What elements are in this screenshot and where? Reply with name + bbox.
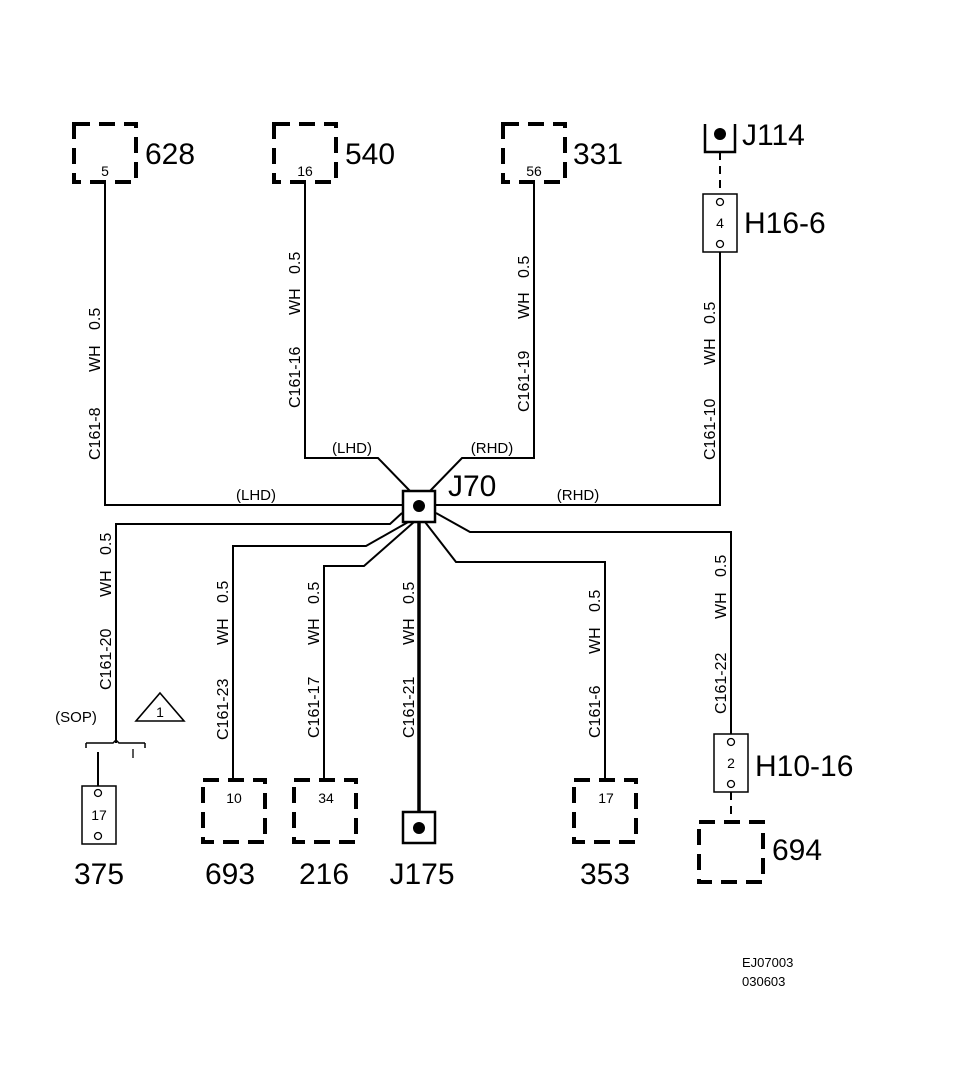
sop-bracket <box>86 738 145 744</box>
svg-text:0.5: 0.5 <box>401 582 418 604</box>
svg-text:0.5: 0.5 <box>98 533 115 555</box>
component-label: 693 <box>205 858 255 891</box>
svg-text:0.5: 0.5 <box>713 555 730 577</box>
svg-text:0.5: 0.5 <box>702 302 719 324</box>
svg-text:WH: WH <box>306 618 323 645</box>
wire-c161-17 <box>323 521 415 780</box>
wire-label-c161-20: C161-20 WH 0.5 <box>98 533 115 690</box>
component-label: 216 <box>299 858 349 891</box>
component-label: 628 <box>145 138 195 171</box>
wire-c161-19 <box>429 182 535 492</box>
connector-h10-16: 2 H10-16 <box>713 733 853 793</box>
note-triangle: 1 <box>134 691 186 722</box>
component-pin: 17 <box>91 807 107 823</box>
svg-text:1: 1 <box>156 704 164 720</box>
svg-text:C161-23: C161-23 <box>215 679 232 740</box>
variant-label-c161-8: (LHD) <box>236 487 276 504</box>
wire-c161-8 <box>104 182 402 506</box>
sop-note: (SOP) <box>55 709 97 726</box>
svg-text:0.5: 0.5 <box>215 581 232 603</box>
svg-text:WH: WH <box>713 592 730 619</box>
wire-label-c161-22: C161-22 WH 0.5 <box>713 555 730 714</box>
wire-label-c161-21: C161-21 WH 0.5 <box>401 582 418 738</box>
svg-text:C161-8: C161-8 <box>87 407 104 460</box>
component-331: 56 331 <box>501 122 623 184</box>
ground-point-j114: J114 <box>703 119 805 154</box>
svg-text:WH: WH <box>587 627 604 654</box>
wire-c161-20 <box>115 512 403 743</box>
svg-text:WH: WH <box>287 288 304 315</box>
wire-c161-22 <box>435 512 732 735</box>
svg-text:WH: WH <box>98 570 115 597</box>
wire-label-c161-6: C161-6 WH 0.5 <box>587 590 604 738</box>
ground-point-label: J175 <box>389 858 454 891</box>
component-label: 694 <box>772 834 822 867</box>
wire-c161-16 <box>304 182 411 492</box>
component-693: 10 693 <box>201 778 267 891</box>
wire-c161-23 <box>232 520 411 780</box>
svg-text:WH: WH <box>516 292 533 319</box>
wire-label-c161-23: C161-23 WH 0.5 <box>215 581 232 740</box>
component-694: 694 <box>697 820 822 884</box>
svg-text:C161-10: C161-10 <box>702 399 719 460</box>
wire-label-c161-8: C161-8 WH 0.5 <box>87 308 104 460</box>
svg-text:WH: WH <box>702 338 719 365</box>
svg-text:C161-6: C161-6 <box>587 685 604 738</box>
component-353: 17 353 <box>572 778 638 891</box>
component-label: 375 <box>74 858 124 891</box>
svg-text:C161-16: C161-16 <box>287 347 304 408</box>
svg-text:0.5: 0.5 <box>306 582 323 604</box>
component-pin: 5 <box>101 163 109 179</box>
svg-text:WH: WH <box>87 345 104 372</box>
component-label: 353 <box>580 858 630 891</box>
wire-label-c161-19: C161-19 WH 0.5 <box>516 256 533 412</box>
component-628: 5 628 <box>72 122 195 184</box>
wire-label-c161-17: C161-17 WH 0.5 <box>306 582 323 738</box>
component-label: 331 <box>573 138 623 171</box>
svg-text:0.5: 0.5 <box>87 308 104 330</box>
ground-point-label: J114 <box>742 119 805 152</box>
connector-h16-6: 4 H16-6 <box>702 193 826 253</box>
variant-label-c161-16: (LHD) <box>332 440 372 457</box>
connector-label: H16-6 <box>744 207 826 240</box>
component-pin: 16 <box>297 163 313 179</box>
ground-point-j175: J175 <box>389 810 455 891</box>
connector-pin: 4 <box>716 215 724 231</box>
svg-text:C161-22: C161-22 <box>713 653 730 714</box>
svg-text:C161-19: C161-19 <box>516 351 533 412</box>
component-pin: 17 <box>598 790 614 806</box>
component-216: 34 216 <box>292 778 358 891</box>
svg-text:0.5: 0.5 <box>516 256 533 278</box>
svg-text:C161-21: C161-21 <box>401 677 418 738</box>
component-375: 17 375 <box>74 785 124 891</box>
doc-code: EJ07003 <box>742 955 793 970</box>
component-label: 540 <box>345 138 395 171</box>
svg-text:0.5: 0.5 <box>587 590 604 612</box>
variant-label-c161-10: (RHD) <box>557 487 600 504</box>
svg-text:C161-17: C161-17 <box>306 677 323 738</box>
component-pin: 56 <box>526 163 542 179</box>
variant-label-c161-19: (RHD) <box>471 440 514 457</box>
splice-j70: J70 <box>401 470 496 524</box>
wire-c161-6 <box>424 521 606 780</box>
wire-label-c161-10: C161-10 WH 0.5 <box>702 302 719 460</box>
svg-text:0.5: 0.5 <box>287 252 304 274</box>
component-pin: 34 <box>318 790 334 806</box>
wire-label-c161-16: C161-16 WH 0.5 <box>287 252 304 408</box>
sop-bracket-ends <box>85 743 146 748</box>
svg-text:WH: WH <box>215 618 232 645</box>
component-540: 16 540 <box>272 122 395 184</box>
svg-text:WH: WH <box>401 618 418 645</box>
wire-c161-10 <box>436 252 721 506</box>
splice-label: J70 <box>448 470 496 503</box>
component-pin: 10 <box>226 790 242 806</box>
connector-label: H10-16 <box>755 750 853 783</box>
doc-date: 030603 <box>742 974 785 989</box>
svg-text:C161-20: C161-20 <box>98 629 115 690</box>
connector-pin: 2 <box>727 755 735 771</box>
